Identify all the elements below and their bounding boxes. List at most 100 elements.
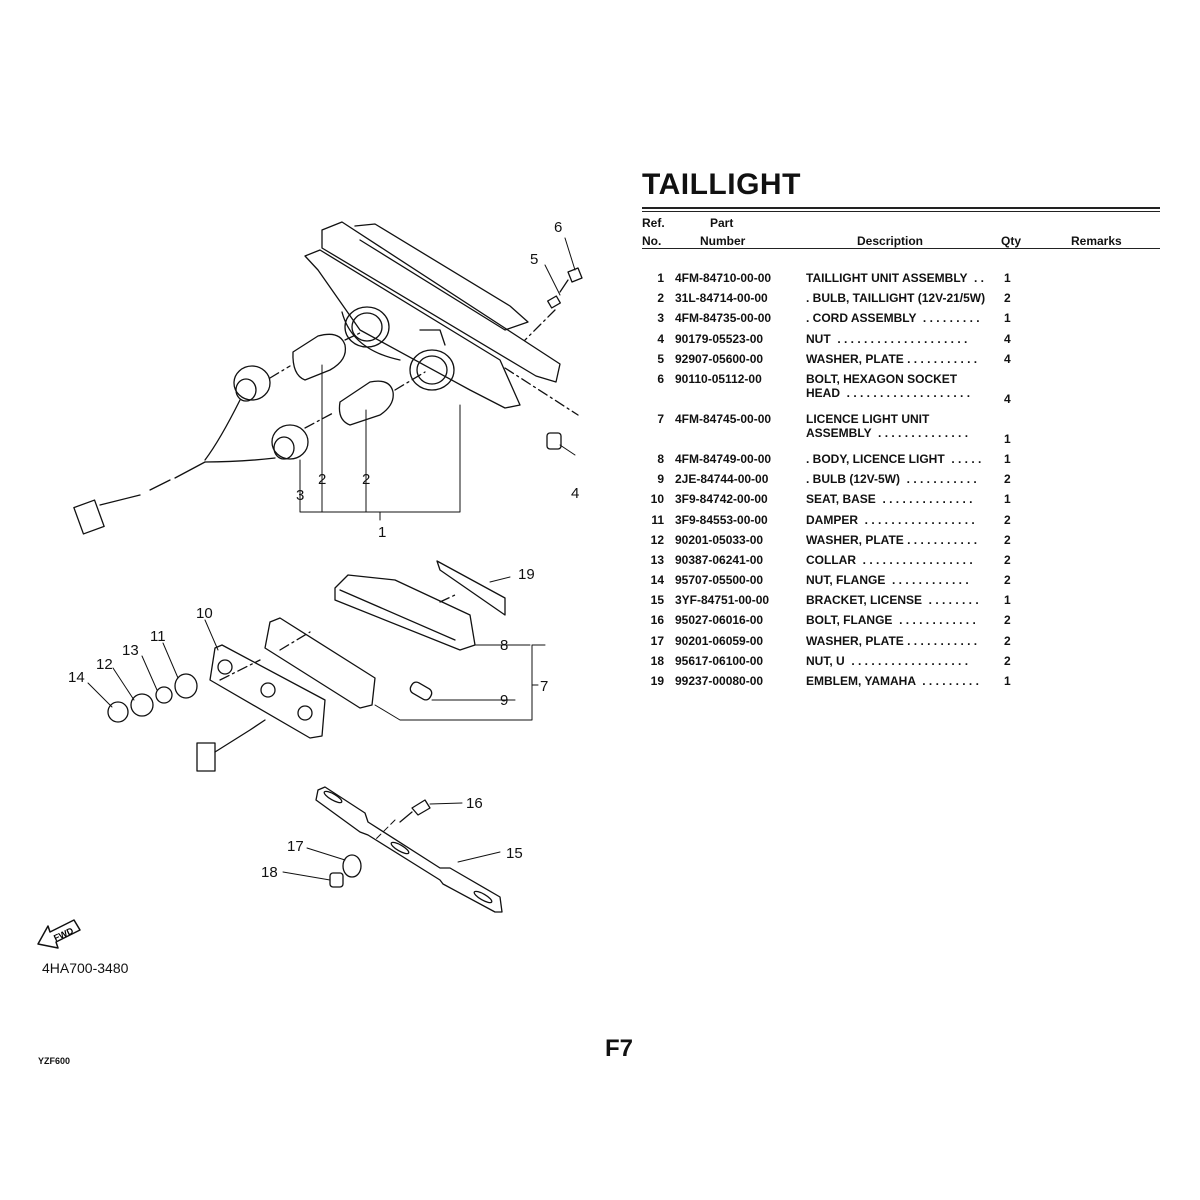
qty-cell: 1 [1004,271,1011,285]
description-line1: . CORD ASSEMBLY . . . . . . . . . [806,311,980,326]
callout-14: 14 [68,669,85,686]
figure-code: 4HA700-3480 [42,960,129,976]
description-cell: . BODY, LICENCE LIGHT . . . . . [806,452,992,472]
ref-cell: 6 [657,371,664,386]
part-number-cell: 90201-05033-00 [675,532,764,547]
description-cell: WASHER, PLATE . . . . . . . . . . . [806,352,992,372]
description-line1: EMBLEM, YAMAHA . . . . . . . . . [806,674,979,688]
description-cell: BRACKET, LICENSE . . . . . . . . [806,593,992,613]
description-line1: NUT, FLANGE . . . . . . . . . . . . [806,573,969,588]
ref-cell: 14 [650,573,664,588]
part-number-cell: 4FM-84710-00-00 [675,271,772,285]
description-cell: NUT . . . . . . . . . . . . . . . . . . … [806,332,992,352]
callout-3: 3 [296,487,304,504]
description-line1: WASHER, PLATE . . . . . . . . . . . [806,532,978,547]
description-cell: COLLAR . . . . . . . . . . . . . . . . . [806,553,992,573]
ref-cell: 7 [657,411,664,426]
cord-assembly [73,365,309,535]
ref-cell: 12 [650,532,664,547]
bracket-lines [299,237,576,521]
part-number-cell: 3YF-84751-00-00 [675,593,770,608]
description-cell: NUT, U . . . . . . . . . . . . . . . . .… [806,654,992,674]
callout-11: 11 [150,628,166,645]
callout-5: 5 [530,251,538,268]
ref-cell: 9 [657,472,664,487]
description-cell: EMBLEM, YAMAHA . . . . . . . . . [806,674,992,694]
description-cell: . BULB (12V-5W) . . . . . . . . . . . [806,472,992,492]
description-line1: LICENCE LIGHT UNIT [806,411,930,426]
title-rule [642,207,1160,209]
qty-cell: 2 [1004,532,1011,547]
description-line1: TAILLIGHT UNIT ASSEMBLY . . [806,271,985,285]
callout-1: 1 [378,524,386,541]
callout-2b: 2 [362,471,370,488]
ref-cell: 15 [650,593,664,608]
qty-cell: 2 [1004,512,1011,527]
callout-10: 10 [196,605,213,622]
table-row: 14 95707-05500-00 NUT, FLANGE . . . . . . … [642,573,1034,593]
ref-cell: 11 [651,512,664,527]
part-number-cell: 92907-05600-00 [675,351,764,366]
description-cell: DAMPER . . . . . . . . . . . . . . . . . [806,513,992,533]
emblem-yamaha [436,560,506,616]
ref-cell: 2 [657,291,664,306]
description-cell: . CORD ASSEMBLY . . . . . . . . . [806,311,992,331]
callout-6: 6 [554,219,562,236]
description-cell: SEAT, BASE . . . . . . . . . . . . . . [806,492,992,512]
description-line1: COLLAR . . . . . . . . . . . . . . . . . [806,552,973,567]
qty-cell: 2 [1004,573,1011,588]
qty-cell: 4 [1004,351,1011,366]
seat-base [209,644,326,739]
qty-cell: 2 [1004,472,1011,487]
page-title: TAILLIGHT [642,168,801,201]
callout-16: 16 [466,795,483,812]
part-number-cell: 99237-00080-00 [675,674,764,688]
licence-plate-lens [264,617,376,709]
nut [546,432,562,450]
washer-plate [547,295,561,309]
description-cell: WASHER, PLATE . . . . . . . . . . . [806,634,992,654]
table-row: 15 3YF-84751-00-00 BRACKET, LICENSE . . . … [642,593,1034,613]
description-line1: . BULB (12V-5W) . . . . . . . . . . . [806,472,977,487]
qty-cell: 4 [1004,391,1011,406]
bolt-flange [399,799,431,823]
callout-15: 15 [506,845,523,862]
nut-u [329,872,344,888]
callout-7: 7 [540,678,548,695]
description-line1: DAMPER . . . . . . . . . . . . . . . . . [806,512,975,527]
part-number-cell: 3F9-84553-00-00 [675,512,768,527]
qty-cell: 1 [1004,593,1011,608]
header-description: Description [857,234,924,248]
title-rule-thin [642,211,1160,212]
licence-bulb [409,681,433,701]
bolt-hex-socket [559,267,583,293]
ref-cell: 17 [650,633,664,648]
header-part-line2: Number [700,234,746,248]
description-line1: NUT, U . . . . . . . . . . . . . . . . .… [806,653,969,668]
part-number-cell: 2JE-84744-00-00 [675,472,769,487]
part-number-cell: 95707-05500-00 [675,573,764,588]
part-number-cell: 4FM-84745-00-00 [675,411,772,426]
page-number: F7 [605,1035,634,1062]
taillight-housing [304,221,561,409]
description-cell: BOLT, FLANGE . . . . . . . . . . . . [806,613,992,633]
callout-9: 9 [500,692,508,709]
licence-bracket-lines [87,576,546,721]
qty-cell: 2 [1004,653,1011,668]
description-cell: TAILLIGHT UNIT ASSEMBLY . . [806,271,992,291]
callout-17: 17 [287,838,304,855]
part-number-cell: 3F9-84742-00-00 [675,492,768,507]
qty-cell: 1 [1004,674,1011,688]
description-line1: BRACKET, LICENSE . . . . . . . . [806,593,979,608]
part-number-cell: 90201-06059-00 [675,633,764,648]
qty-cell: 2 [1004,291,1011,306]
